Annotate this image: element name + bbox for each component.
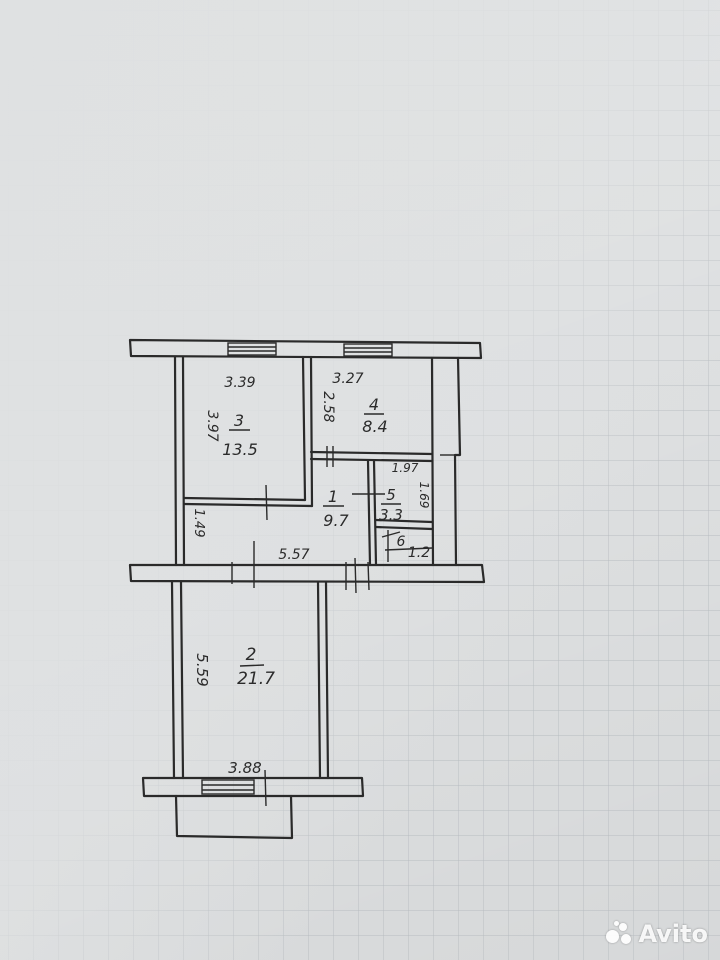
room-2-number: 2 <box>246 645 257 665</box>
room-4-number: 4 <box>369 395 379 414</box>
room-1-area: 9.7 <box>323 511 349 530</box>
room-fraction-lines <box>229 413 401 667</box>
room-5-number: 5 <box>386 486 396 504</box>
dimension-room-2-depth: 5.59 <box>193 653 211 686</box>
room-5-area: 3.3 <box>379 506 403 524</box>
dimension-room-3-depth: 3.97 <box>204 410 220 441</box>
dimension-corridor-depth: 1.49 <box>191 509 206 538</box>
dimension-room-5-width: 1.97 <box>392 461 419 475</box>
dimension-room-5-depth: 1.69 <box>417 482 431 509</box>
room-6-area: 1.2 <box>408 545 430 561</box>
watermark-text: Avito <box>638 920 708 948</box>
room-3-number: 3 <box>234 411 244 430</box>
bathroom-walls <box>352 459 434 567</box>
dimension-room-2-width: 3.88 <box>228 759 261 777</box>
left-wall <box>173 355 186 567</box>
room-1-number: 1 <box>328 487 338 506</box>
dimension-corridor-length: 5.57 <box>278 547 309 563</box>
dimension-room-4-width: 3.27 <box>332 371 363 387</box>
room-4-walls <box>309 446 434 467</box>
top-wall <box>128 338 483 360</box>
bottom-wall <box>141 769 365 807</box>
room-3-walls <box>182 355 314 521</box>
avito-watermark: Avito <box>604 920 708 948</box>
room-2-area: 21.7 <box>237 669 275 689</box>
room-3-area: 13.5 <box>222 440 258 459</box>
room-2-walls <box>170 580 330 780</box>
dimension-room-3-width: 3.39 <box>224 375 255 391</box>
dimension-room-4-depth: 2.58 <box>320 391 336 422</box>
avito-logo-icon <box>604 921 634 947</box>
room-4-area: 8.4 <box>362 417 387 436</box>
room-6-number: 6 <box>397 534 406 550</box>
middle-wall <box>128 541 486 594</box>
balcony <box>174 794 294 840</box>
